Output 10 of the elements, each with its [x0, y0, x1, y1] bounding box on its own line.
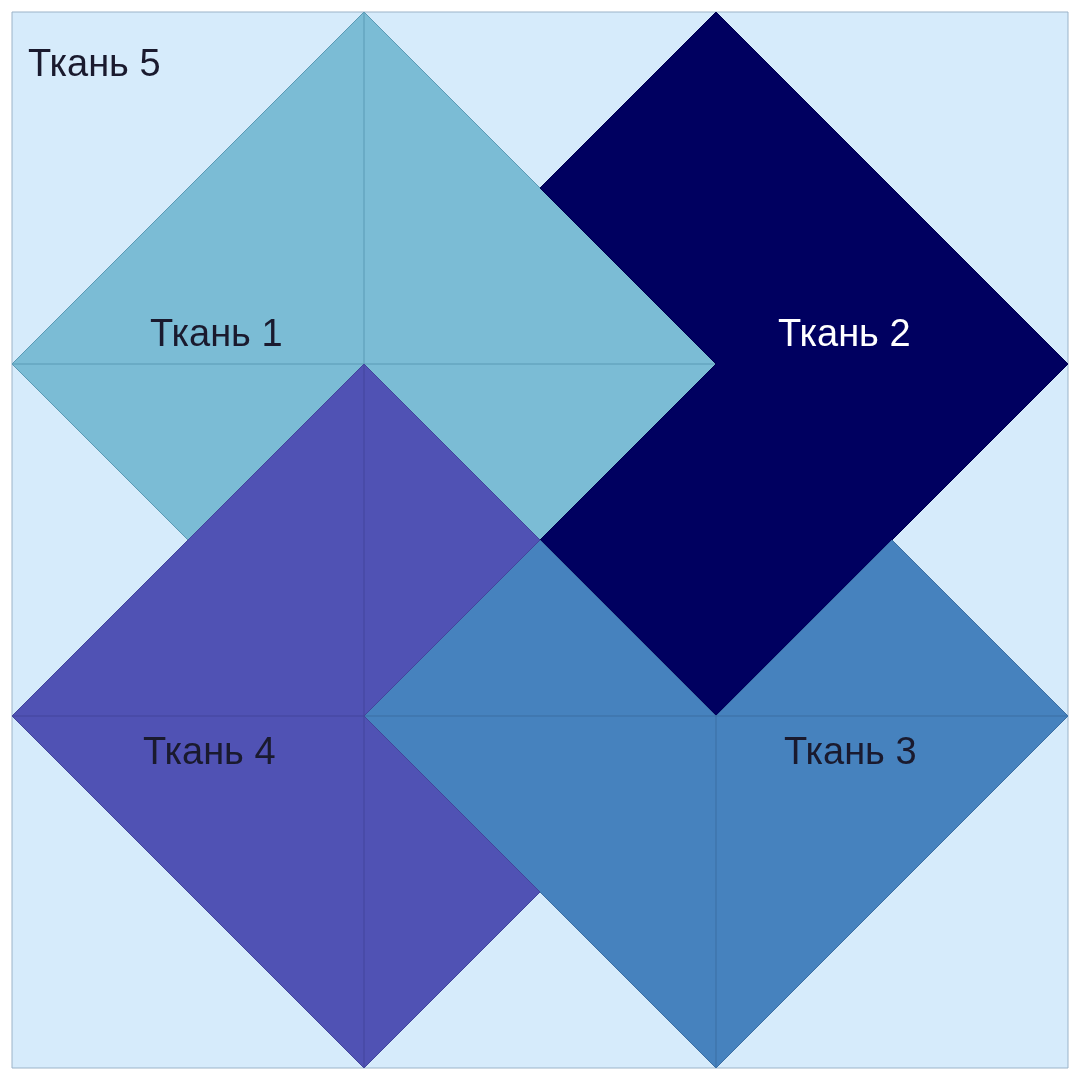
- background-square: [12, 12, 1068, 1068]
- fabric-patch: [364, 540, 1068, 1068]
- fabric-label: Ткань 3: [784, 732, 917, 770]
- fabric-label: Ткань 1: [150, 314, 283, 352]
- fabric-patch: [12, 12, 716, 540]
- fabric-label: Ткань 5: [28, 44, 161, 82]
- fabric-patch: [540, 12, 1068, 716]
- fabric-patch: [12, 364, 540, 1068]
- fabric-label: Ткань 4: [143, 732, 276, 770]
- fabric-label: Ткань 2: [778, 314, 911, 352]
